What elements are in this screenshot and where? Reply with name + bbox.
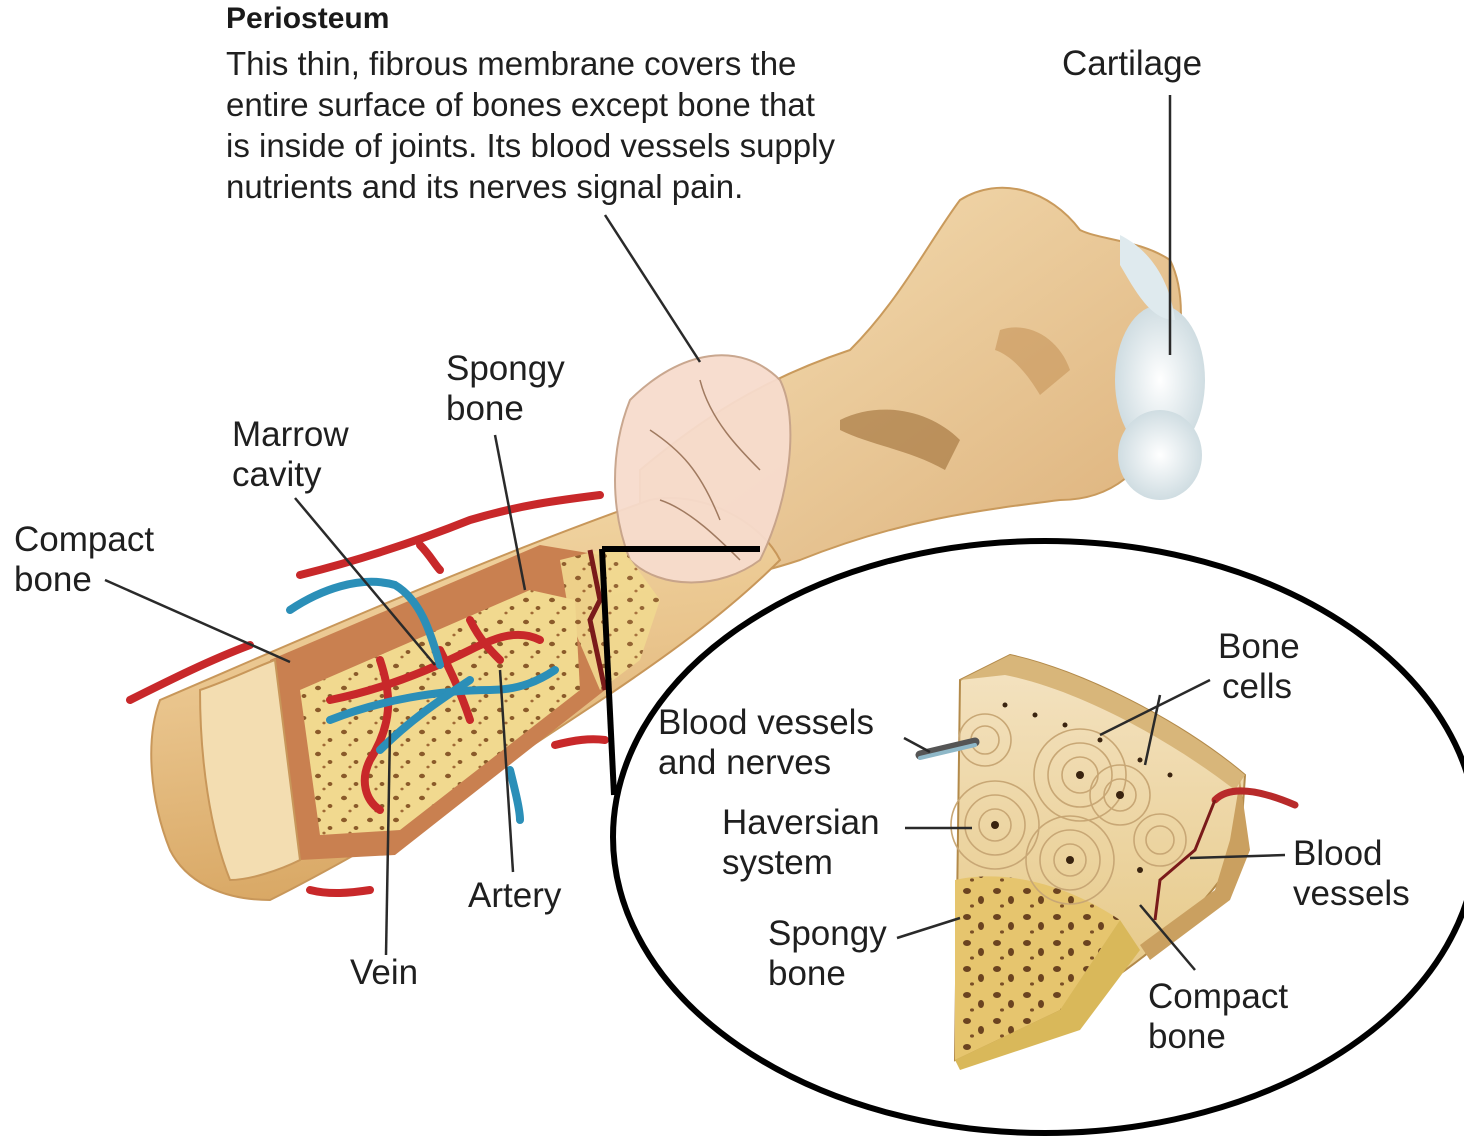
label-blood-vessels: Blood vessels: [1293, 834, 1410, 914]
label-bone-cells: Bone cells: [1218, 627, 1300, 707]
label-vein-text: Vein: [350, 953, 418, 993]
label-spongy-bone: Spongy bone: [446, 349, 565, 429]
label-spongy-bone-line-2: bone: [446, 389, 565, 429]
label-inset-compact-bone: Compact bone: [1148, 977, 1288, 1057]
label-blood-vessels-line-1: Blood: [1293, 834, 1410, 874]
label-inset-spongy-bone: Spongy bone: [768, 914, 887, 994]
label-compact-bone: Compact bone: [14, 520, 154, 600]
periosteum-line-2: entire surface of bones except bone that: [226, 84, 835, 125]
label-haversian-system: Haversian system: [722, 803, 880, 883]
label-bone-cells-line-2: cells: [1218, 667, 1300, 707]
label-cartilage: Cartilage: [1062, 44, 1202, 84]
label-compact-bone-line-1: Compact: [14, 520, 154, 560]
label-artery-text: Artery: [468, 876, 561, 916]
label-inset-spongy-bone-line-2: bone: [768, 954, 887, 994]
label-spongy-bone-line-1: Spongy: [446, 349, 565, 389]
label-inset-compact-bone-line-1: Compact: [1148, 977, 1288, 1017]
label-haversian-system-line-2: system: [722, 843, 880, 883]
periosteum-line-1: This thin, fibrous membrane covers the: [226, 43, 835, 84]
leader-periosteum: [605, 215, 700, 362]
periosteum-line-3: is inside of joints. Its blood vessels s…: [226, 125, 835, 166]
label-haversian-system-line-1: Haversian: [722, 803, 880, 843]
label-marrow-cavity-line-1: Marrow: [232, 415, 349, 455]
label-blood-vessels-and-nerves-line-2: and nerves: [658, 743, 874, 783]
label-inset-compact-bone-line-2: bone: [1148, 1017, 1288, 1057]
label-compact-bone-line-2: bone: [14, 560, 154, 600]
label-marrow-cavity: Marrow cavity: [232, 415, 349, 495]
periosteum-title: Periosteum: [226, 2, 389, 36]
label-blood-vessels-and-nerves: Blood vessels and nerves: [658, 703, 874, 783]
label-blood-vessels-line-2: vessels: [1293, 874, 1410, 914]
label-marrow-cavity-line-2: cavity: [232, 455, 349, 495]
label-vein: Vein: [350, 953, 418, 993]
label-artery: Artery: [468, 876, 561, 916]
periosteum-description: This thin, fibrous membrane covers the e…: [226, 43, 835, 207]
label-cartilage-text: Cartilage: [1062, 44, 1202, 84]
label-bone-cells-line-1: Bone: [1218, 627, 1300, 667]
label-blood-vessels-and-nerves-line-1: Blood vessels: [658, 703, 874, 743]
label-inset-spongy-bone-line-1: Spongy: [768, 914, 887, 954]
periosteum-line-4: nutrients and its nerves signal pain.: [226, 166, 835, 207]
